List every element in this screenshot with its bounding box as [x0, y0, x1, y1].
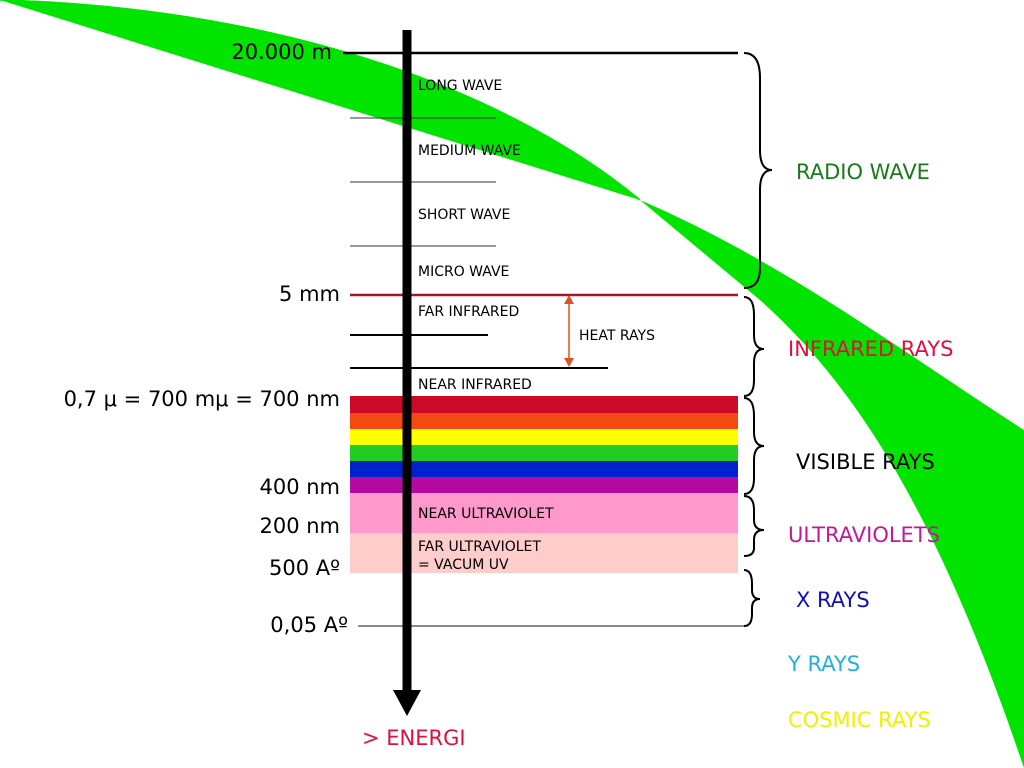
label-400nm: 400 nm	[259, 475, 340, 499]
label-20000m: 20.000 m	[231, 40, 332, 64]
brace-xrays	[743, 569, 761, 627]
yellow-band	[350, 429, 738, 445]
label-far-ultraviolet: FAR ULTRAVIOLET	[418, 539, 541, 555]
label-near-infrared: NEAR INFRARED	[418, 377, 532, 393]
orange-band	[350, 413, 738, 429]
label-5mm: 5 mm	[279, 282, 340, 306]
category-ultraviolets: ULTRAVIOLETS	[788, 523, 940, 547]
brace-infrared	[743, 296, 765, 397]
category-radio-wave: RADIO WAVE	[796, 160, 930, 184]
label-500-angstrom: 500 Aº	[269, 556, 340, 580]
label-long-wave: LONG WAVE	[418, 78, 502, 94]
blue-band	[350, 461, 738, 477]
brace-ultraviolet	[743, 495, 765, 557]
label-200nm: 200 nm	[259, 514, 340, 538]
spectrum-bands	[350, 396, 738, 573]
brace-radio	[743, 52, 773, 289]
violet-band	[350, 477, 738, 493]
energy-label: > ENERGI	[362, 726, 466, 750]
label-0-05-angstrom: 0,05 Aº	[270, 613, 348, 637]
red-band	[350, 396, 738, 413]
label-far-infrared: FAR INFRARED	[418, 304, 519, 320]
brace-visible	[743, 397, 765, 495]
category-cosmic-rays: COSMIC RAYS	[788, 708, 931, 732]
label-vacum-uv: = VACUM UV	[418, 557, 509, 573]
category-visible-rays: VISIBLE RAYS	[796, 450, 935, 474]
label-near-ultraviolet: NEAR ULTRAVIOLET	[418, 506, 554, 522]
energy-curve-line	[0, 0, 641, 201]
green-band	[350, 445, 738, 461]
far-uv-band	[350, 533, 738, 573]
label-micro-wave: MICRO WAVE	[418, 264, 509, 280]
label-short-wave: SHORT WAVE	[418, 207, 510, 223]
heat-rays-arrow	[564, 295, 574, 367]
energy-arrowhead	[393, 690, 421, 716]
label-700nm: 0,7 μ = 700 mμ = 700 nm	[64, 387, 340, 411]
label-medium-wave: MEDIUM WAVE	[418, 143, 521, 159]
label-heat-rays: HEAT RAYS	[579, 328, 655, 344]
category-y-rays: Y RAYS	[787, 652, 860, 676]
near-uv-band	[350, 493, 738, 533]
category-infrared-rays: INFRARED RAYS	[788, 337, 953, 361]
category-x-rays: X RAYS	[796, 588, 870, 612]
braces	[743, 52, 773, 627]
